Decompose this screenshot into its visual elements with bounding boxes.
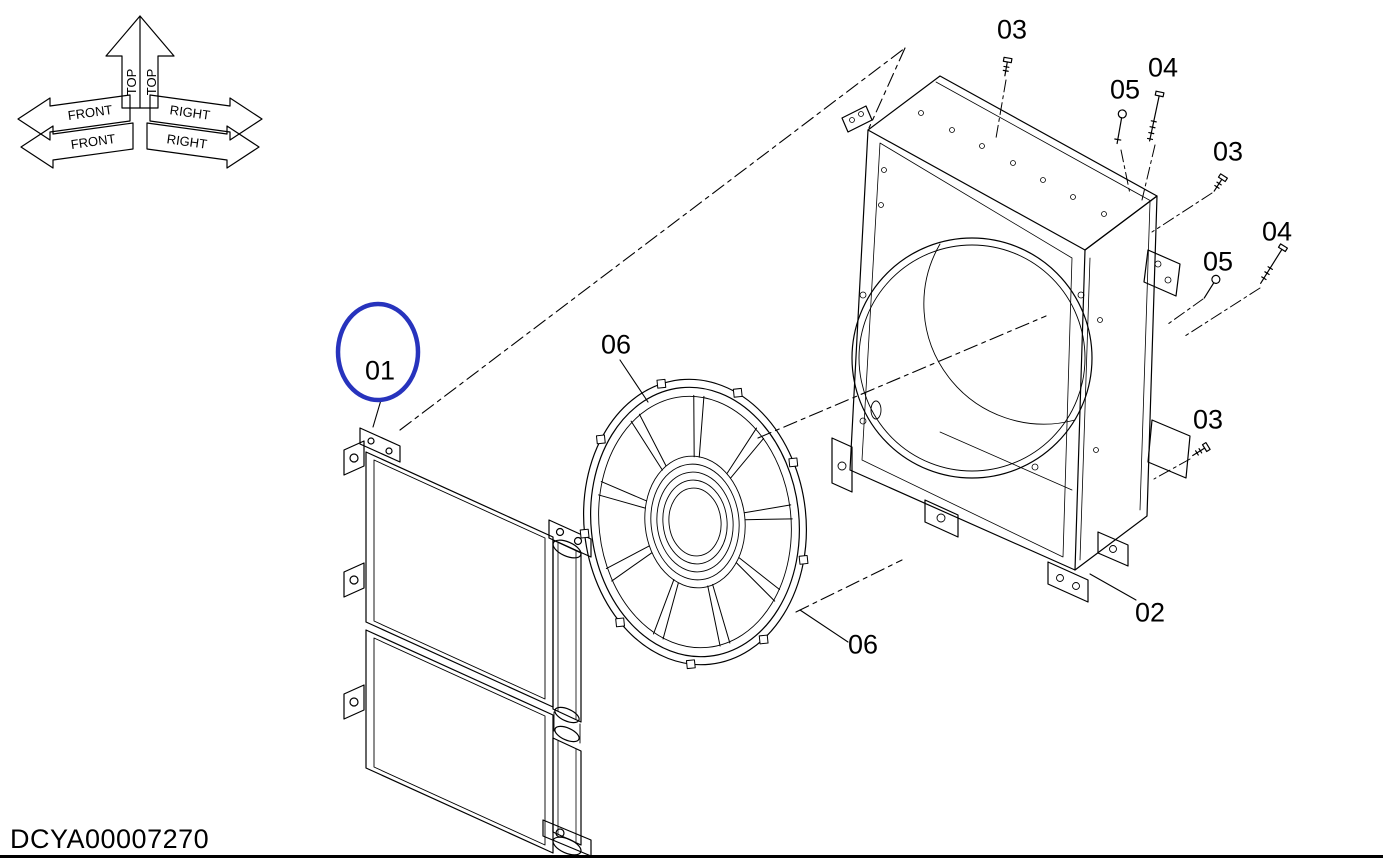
frame-side-bracket-upper — [1143, 249, 1181, 297]
front-arrow — [17, 94, 134, 169]
fasteners — [995, 56, 1288, 480]
top-arrow — [105, 15, 175, 109]
callout-label-06-top: 06 — [600, 329, 632, 360]
fastener-axis-lines — [995, 79, 1261, 480]
leader-02 — [1089, 573, 1137, 601]
callout-label-02: 02 — [1134, 597, 1166, 628]
ring-rim — [583, 378, 807, 666]
frame-side-plate-lower — [1147, 419, 1191, 479]
ring-spokes — [598, 394, 793, 647]
front-label-1: FRONT — [67, 102, 113, 123]
leader-06-top — [619, 359, 649, 403]
frame-front-face — [849, 129, 1093, 571]
frame-feet — [831, 437, 1129, 603]
callout-label-04-top: 04 — [1147, 52, 1179, 83]
right-label-1: RIGHT — [169, 102, 211, 122]
fan-guard-ring-drawing — [579, 378, 809, 670]
top-label-2: TOP — [144, 69, 159, 96]
radiator-top-bracket — [359, 427, 401, 463]
drawing-number: DCYA00007270 — [10, 824, 210, 854]
fan-shroud-frame-drawing — [831, 75, 1191, 603]
radiator-mounting-clips — [343, 440, 365, 720]
top-label-1: TOP — [124, 69, 139, 96]
right-label-2: RIGHT — [166, 131, 208, 151]
frame-right-face — [1074, 195, 1158, 571]
assembly-center-lines — [399, 47, 1047, 613]
radiator-tank-coupling — [553, 706, 581, 744]
sheet-border-bottom — [0, 855, 1383, 858]
callout-label-03-lower: 03 — [1192, 404, 1224, 435]
leader-01 — [372, 399, 382, 428]
callout-label-04-right: 04 — [1261, 216, 1293, 247]
ring-hub — [644, 455, 746, 589]
frame-top-left-bracket — [841, 105, 873, 133]
front-label-2: FRONT — [70, 131, 116, 152]
orientation-indicator: TOP TOP FRONT FRONT RIGHT RIGHT — [17, 15, 263, 169]
radiator-side-tank-lower — [542, 737, 592, 857]
callout-label-05-right: 05 — [1202, 246, 1234, 277]
callout-label-03-right: 03 — [1212, 136, 1244, 167]
bolt-04-top — [1146, 90, 1165, 142]
radiator-assembly-drawing — [343, 427, 592, 857]
pin-05-top — [1114, 109, 1127, 145]
bolt-03-top — [1002, 56, 1013, 77]
bolt-03-lower — [1192, 442, 1211, 457]
radiator-side-tank-upper — [548, 519, 592, 723]
callout-01-highlight-circle — [335, 301, 421, 403]
ring-mounting-tabs — [579, 378, 809, 670]
bolt-04-right — [1260, 243, 1288, 284]
callout-label-03-top: 03 — [996, 14, 1028, 45]
right-arrow — [146, 94, 263, 169]
radiator-core-upper — [365, 451, 554, 708]
callout-leader-lines — [372, 359, 1137, 643]
pin-05-right — [1203, 274, 1221, 299]
leader-06-bottom — [799, 609, 849, 643]
callout-label-06-bottom: 06 — [847, 629, 879, 660]
radiator-core-lower — [365, 629, 554, 854]
callout-label-05-top: 05 — [1109, 74, 1141, 105]
bolt-03-right — [1213, 173, 1228, 192]
callout-label-01: 01 — [364, 355, 396, 386]
